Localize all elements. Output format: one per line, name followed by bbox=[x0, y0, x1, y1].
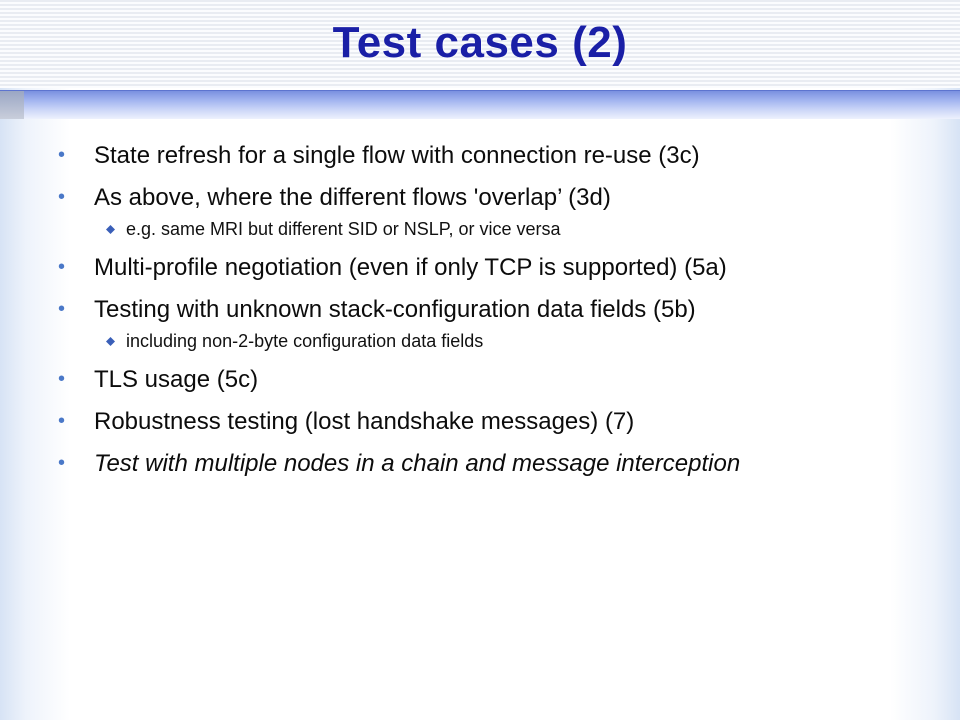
title-underline-bar bbox=[0, 90, 960, 119]
bullet-text: Test with multiple nodes in a chain and … bbox=[94, 450, 741, 477]
bullet-dot-icon: • bbox=[58, 368, 66, 390]
bullet-text: State refresh for a single flow with con… bbox=[94, 142, 700, 169]
bullet-dot-icon: • bbox=[58, 256, 66, 278]
title-bar-left-accent bbox=[0, 91, 24, 119]
bullet-dot-icon: • bbox=[58, 298, 66, 320]
bullet-dot-icon: • bbox=[58, 144, 66, 166]
bullet-dot-icon: • bbox=[58, 186, 66, 208]
sub-bullet-text: including non-2-byte configuration data … bbox=[126, 331, 484, 351]
bullet-text: Multi-profile negotiation (even if only … bbox=[94, 254, 727, 281]
slide-title: Test cases (2) bbox=[332, 18, 628, 67]
title-band bbox=[0, 0, 960, 88]
bullet-text: Testing with unknown stack-configuration… bbox=[94, 296, 696, 323]
bullet-item: • Robustness testing (lost handshake mes… bbox=[58, 406, 898, 437]
bullet-text: Robustness testing (lost handshake messa… bbox=[94, 408, 635, 435]
diamond-bullet-icon bbox=[106, 217, 126, 241]
bullet-item: • State refresh for a single flow with c… bbox=[58, 140, 898, 171]
bullet-item: • As above, where the different flows 'o… bbox=[58, 182, 898, 241]
bullet-dot-icon: • bbox=[58, 410, 66, 432]
diamond-bullet-icon bbox=[106, 329, 126, 353]
bullet-list: • State refresh for a single flow with c… bbox=[58, 140, 898, 479]
sub-bullet-text: e.g. same MRI but different SID or NSLP,… bbox=[126, 219, 561, 239]
bullet-text: TLS usage (5c) bbox=[94, 366, 259, 393]
bullet-text: As above, where the different flows 'ove… bbox=[94, 184, 611, 211]
bullet-item: • Multi-profile negotiation (even if onl… bbox=[58, 252, 898, 283]
bullet-dot-icon: • bbox=[58, 452, 66, 474]
bullet-item: • Testing with unknown stack-configurati… bbox=[58, 294, 898, 353]
bullet-item: • Test with multiple nodes in a chain an… bbox=[58, 448, 898, 479]
bullet-item: • TLS usage (5c) bbox=[58, 364, 898, 395]
